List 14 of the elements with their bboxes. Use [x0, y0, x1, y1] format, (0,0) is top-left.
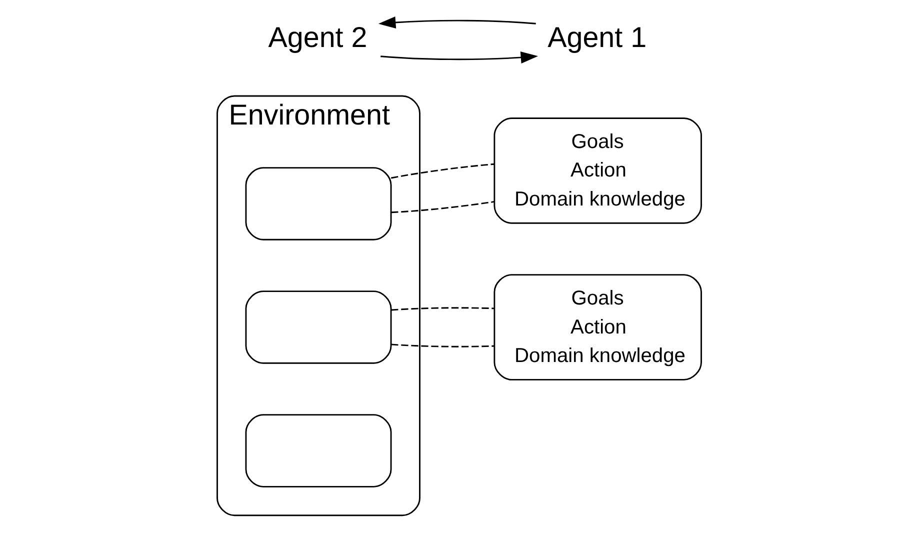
node-text: Agent 2 [268, 22, 367, 54]
cluster: Environment [216, 95, 420, 516]
connector [390, 200, 494, 214]
connector [390, 307, 494, 311]
arrow [380, 51, 538, 64]
connector [390, 344, 494, 348]
node-box [244, 414, 392, 488]
node-box: Goals Action Domain knowledge [493, 274, 702, 380]
connector [390, 163, 494, 179]
node-box [244, 167, 392, 240]
node-box [244, 290, 392, 364]
node-text: Agent 1 [547, 22, 646, 54]
node-box: Goals Action Domain knowledge [493, 118, 702, 224]
arrow [378, 16, 536, 28]
